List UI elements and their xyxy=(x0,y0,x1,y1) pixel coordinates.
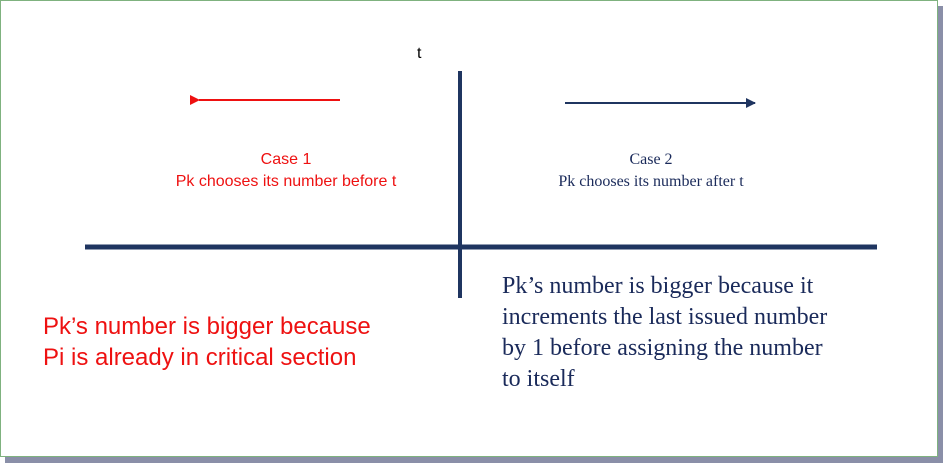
case1-label: Case 1 Pk chooses its number before t xyxy=(131,149,441,193)
case2-label: Case 2 Pk chooses its number after t xyxy=(501,149,801,193)
timeline-diagram xyxy=(85,71,877,298)
case2-subtitle: Pk chooses its number after t xyxy=(558,173,744,190)
case2-title: Case 2 xyxy=(629,151,673,168)
right-explanation-line: to itself xyxy=(502,366,575,392)
left-explanation-line: Pk’s number is bigger because xyxy=(43,313,371,340)
right-explanation-line: Pk’s number is bigger because it xyxy=(502,273,814,299)
right-explanation: Pk’s number is bigger because it increme… xyxy=(502,271,922,395)
left-explanation-line: Pi is already in critical section xyxy=(43,344,357,371)
slide: t Case 1 Pk chooses its number before t … xyxy=(0,0,938,457)
time-label: t xyxy=(417,45,422,62)
left-explanation: Pk’s number is bigger because Pi is alre… xyxy=(43,311,463,373)
right-explanation-line: increments the last issued number xyxy=(502,304,828,330)
right-explanation-line: by 1 before assigning the number xyxy=(502,335,823,361)
case1-title: Case 1 xyxy=(260,151,312,168)
case1-subtitle: Pk chooses its number before t xyxy=(175,173,397,190)
